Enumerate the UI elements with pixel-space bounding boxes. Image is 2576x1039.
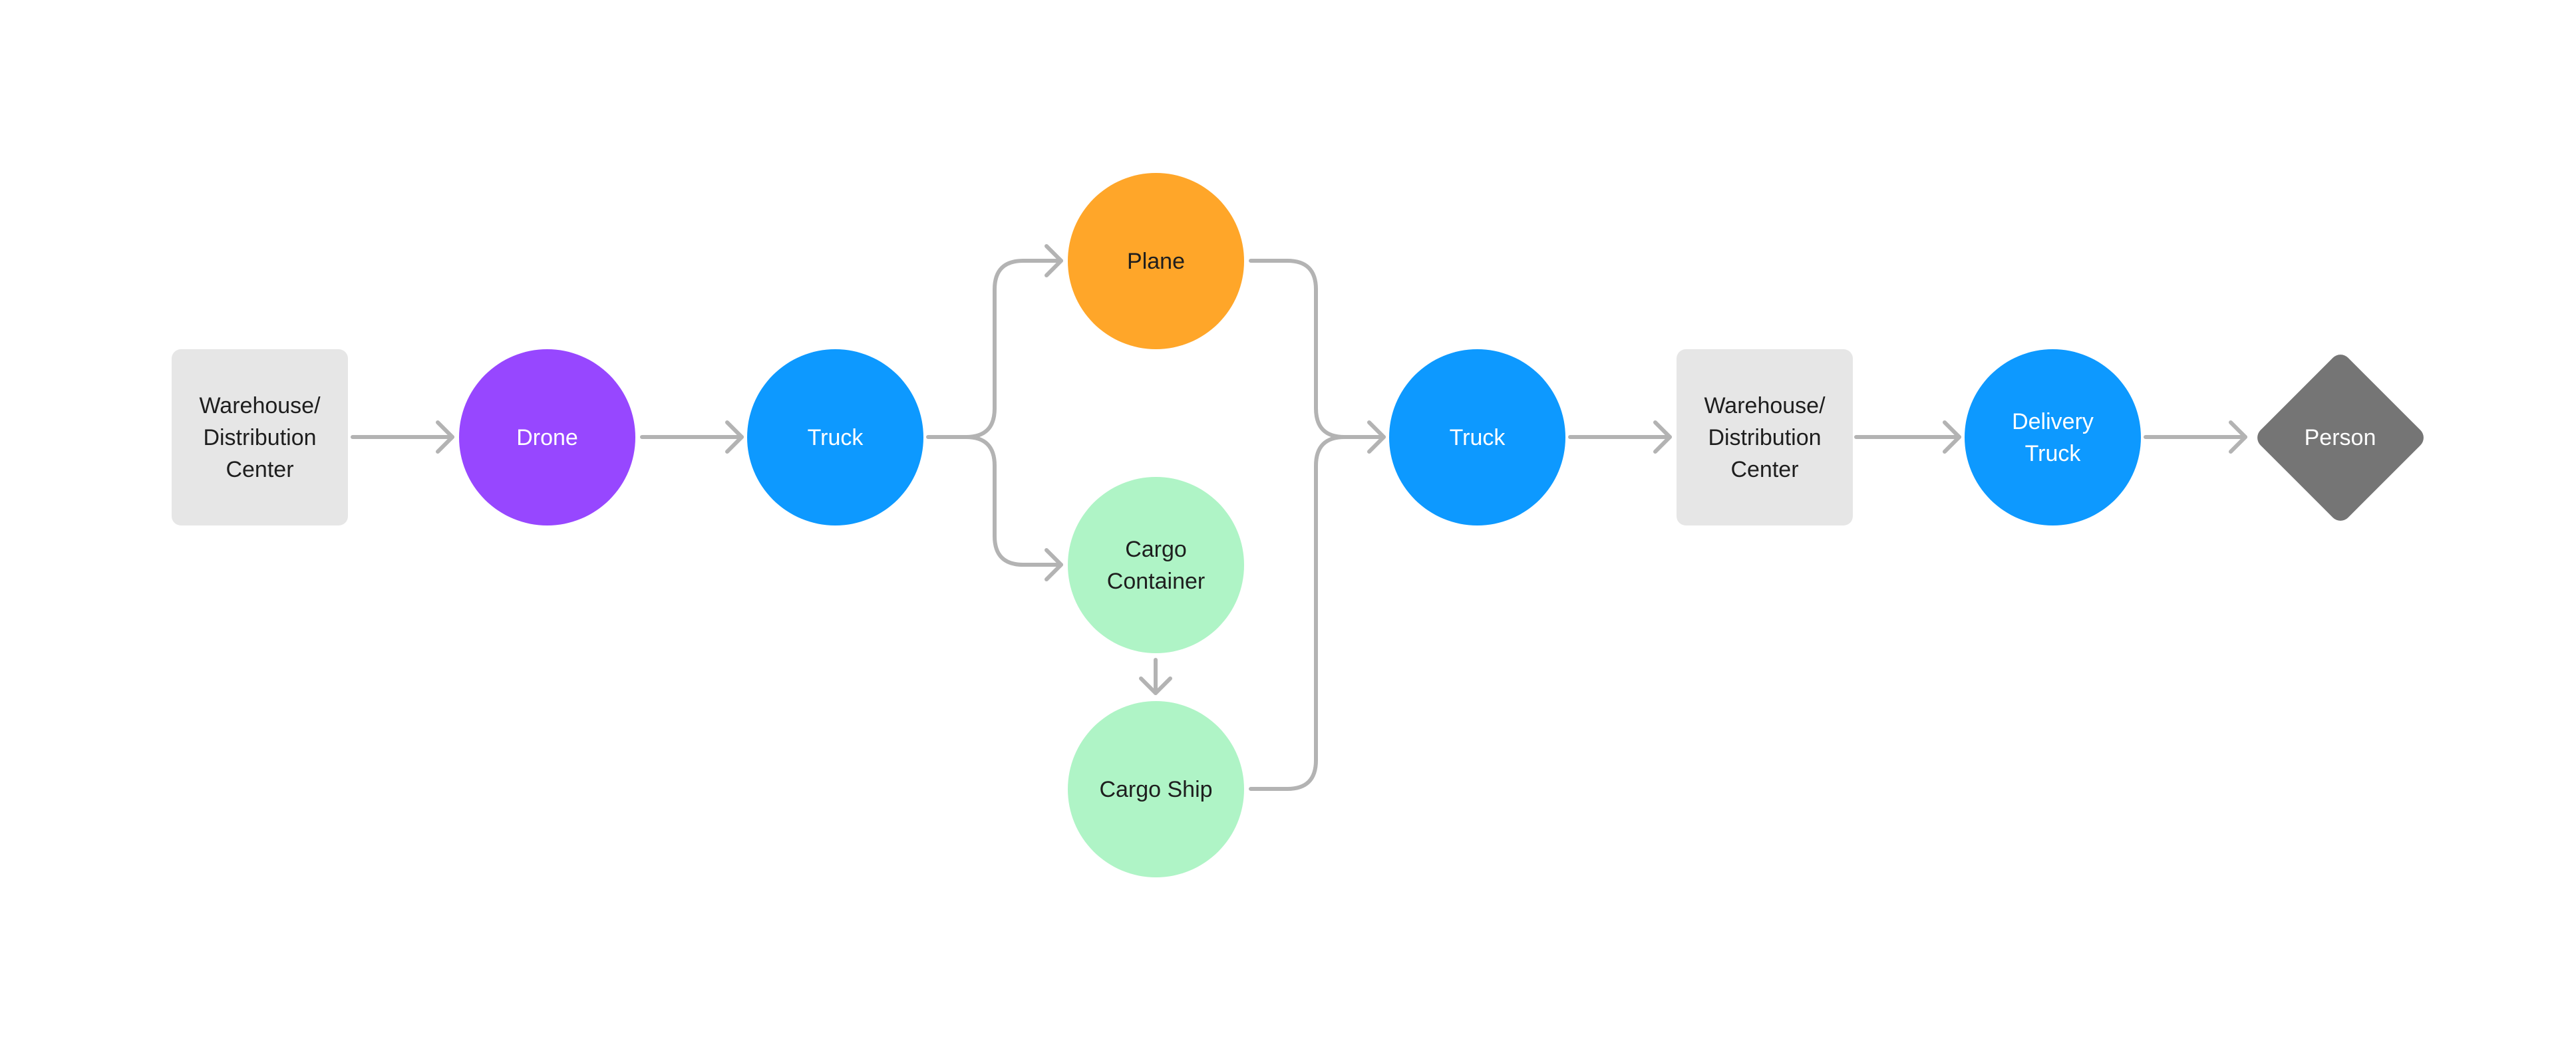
connector-cargo-container-to-cargo-ship [1139,658,1172,695]
cargo-container-node: Cargo Container [1068,477,1244,653]
warehouse-node-2: Warehouse/ Distribution Center [1677,349,1853,525]
truck-node-1-label: Truck [807,424,864,450]
connector-drone-to-truck [640,420,744,454]
warehouse-node-1: Warehouse/ Distribution Center [172,349,348,525]
truck-node-2-label: Truck [1449,424,1506,450]
cargo-ship-node: Cargo Ship [1068,701,1244,877]
delivery-truck-node: Delivery Truck [1965,349,2141,525]
truck-node-1: Truck [747,349,923,525]
connector-truck-to-plane [926,244,1063,439]
warehouse-node-1-label: Warehouse/ Distribution Center [199,392,321,482]
connector-truck-to-cargo-container [964,435,1063,581]
truck-node-2: Truck [1389,349,1565,525]
person-node: Person [2252,349,2428,525]
drone-node-label: Drone [516,424,578,450]
drone-node: Drone [459,349,635,525]
plane-node-label: Plane [1127,248,1185,274]
plane-node: Plane [1068,173,1244,349]
person-node-label: Person [2304,424,2376,450]
cargo-ship-node-label: Cargo Ship [1099,776,1213,802]
connector-warehouse-to-delivery-truck [1854,420,1961,454]
connector-truck-to-warehouse [1568,420,1672,454]
connector-delivery-truck-to-person [2144,420,2247,454]
connector-cargo-ship-to-truck [1249,435,1347,791]
connector-plane-to-truck [1249,259,1386,454]
cargo-container-node-label: Cargo Container [1106,536,1206,594]
warehouse-node-2-label: Warehouse/ Distribution Center [1704,392,1826,482]
connector-warehouse-to-drone [351,420,454,454]
delivery-truck-node-label: Delivery Truck [2012,408,2094,466]
